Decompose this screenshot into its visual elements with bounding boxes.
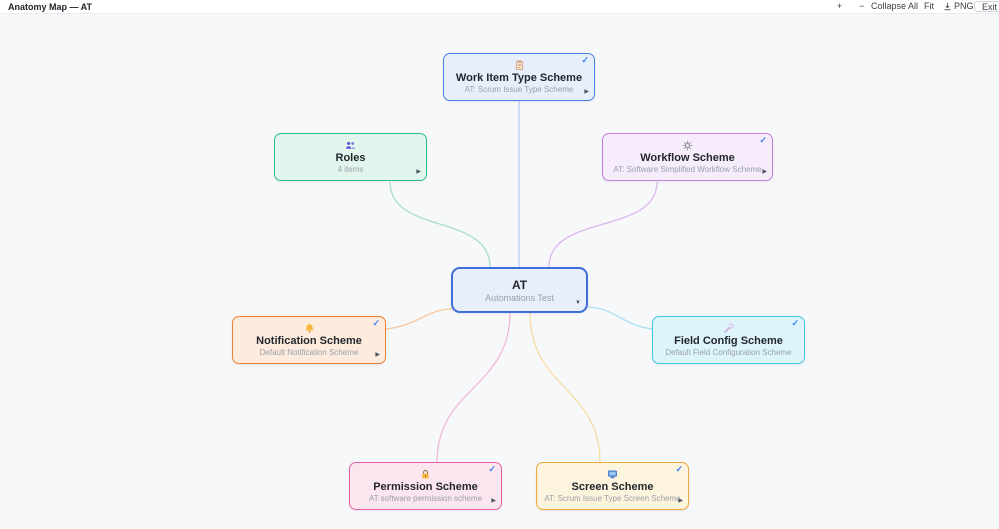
node-title: Work Item Type Scheme	[455, 72, 583, 84]
people-icon	[345, 140, 356, 151]
edge-workflow-scheme	[548, 181, 658, 268]
node-workflow-scheme[interactable]: ✓ Workflow Scheme AT: Software Simplifie…	[602, 133, 773, 181]
node-title: Workflow Scheme	[640, 152, 735, 164]
edge-notification-scheme	[385, 308, 454, 330]
check-icon: ✓	[581, 55, 589, 65]
node-subtitle: AT: Software Simplified Workflow Scheme	[613, 165, 762, 174]
node-title: AT	[511, 277, 528, 292]
node-subtitle: AT software permission scheme	[368, 494, 483, 503]
top-toolbar: Anatomy Map — AT + − Collapse All Fit PN…	[0, 0, 999, 14]
expand-icon[interactable]: ▶	[491, 498, 496, 504]
node-at-project[interactable]: AT Automations Test ▼	[451, 267, 588, 313]
check-icon: ✓	[791, 318, 799, 328]
export-png-label: PNG	[954, 1, 974, 11]
node-field-config-scheme[interactable]: ✓ Field Config Scheme Default Field Conf…	[652, 316, 805, 364]
download-icon	[943, 2, 952, 11]
export-png-button[interactable]: PNG	[943, 0, 974, 13]
collapse-all-button[interactable]: Collapse All	[871, 1, 919, 11]
exit-fullscreen-button[interactable]: Exit F	[974, 1, 999, 12]
node-work-item-type-scheme[interactable]: ✓ Work Item Type Scheme AT: Scrum Issue …	[443, 53, 595, 101]
page-title: Anatomy Map — AT	[8, 2, 93, 12]
monitor-icon	[607, 469, 618, 480]
check-icon: ✓	[675, 464, 683, 474]
edge-permission-scheme	[436, 312, 511, 463]
zoom-in-button[interactable]: +	[837, 1, 843, 11]
node-screen-scheme[interactable]: ✓ Screen Scheme AT: Scrum Issue Type Scr…	[536, 462, 689, 510]
expand-icon[interactable]: ▶	[375, 352, 380, 358]
node-subtitle: Default Field Configuration Scheme	[665, 348, 792, 357]
collapse-icon[interactable]: ▼	[575, 300, 581, 306]
node-title: Field Config Scheme	[674, 335, 783, 347]
fit-button[interactable]: Fit	[924, 1, 934, 11]
lock-icon	[420, 469, 431, 480]
expand-icon[interactable]: ▶	[762, 169, 767, 175]
node-subtitle: Automations Test	[485, 292, 554, 303]
node-subtitle: 4 items	[337, 165, 364, 174]
node-permission-scheme[interactable]: ✓ Permission Scheme AT software permissi…	[349, 462, 502, 510]
check-icon: ✓	[759, 135, 767, 145]
node-title: Roles	[335, 152, 366, 164]
check-icon: ✓	[372, 318, 380, 328]
node-title: Permission Scheme	[373, 481, 478, 493]
expand-icon[interactable]: ▶	[584, 89, 589, 95]
node-subtitle: AT: Scrum Issue Type Screen Scheme	[544, 494, 681, 503]
gear-icon	[682, 140, 693, 151]
edge-field-config-scheme	[587, 306, 653, 330]
node-notification-scheme[interactable]: ✓ Notification Scheme Default Notificati…	[232, 316, 386, 364]
check-icon: ✓	[488, 464, 496, 474]
wrench-icon	[723, 323, 734, 334]
bell-icon	[304, 323, 315, 334]
expand-icon[interactable]: ▶	[416, 169, 421, 175]
clipboard-icon	[514, 60, 525, 71]
node-roles[interactable]: Roles 4 items ▶	[274, 133, 427, 181]
edge-screen-scheme	[529, 312, 601, 463]
node-title: Screen Scheme	[571, 481, 654, 493]
expand-icon[interactable]: ▶	[678, 498, 683, 504]
node-subtitle: Default Notification Scheme	[259, 348, 359, 357]
edge-roles	[389, 181, 491, 268]
node-subtitle: AT: Scrum Issue Type Scheme	[464, 85, 574, 94]
zoom-out-button[interactable]: −	[859, 1, 865, 11]
node-title: Notification Scheme	[256, 335, 362, 347]
